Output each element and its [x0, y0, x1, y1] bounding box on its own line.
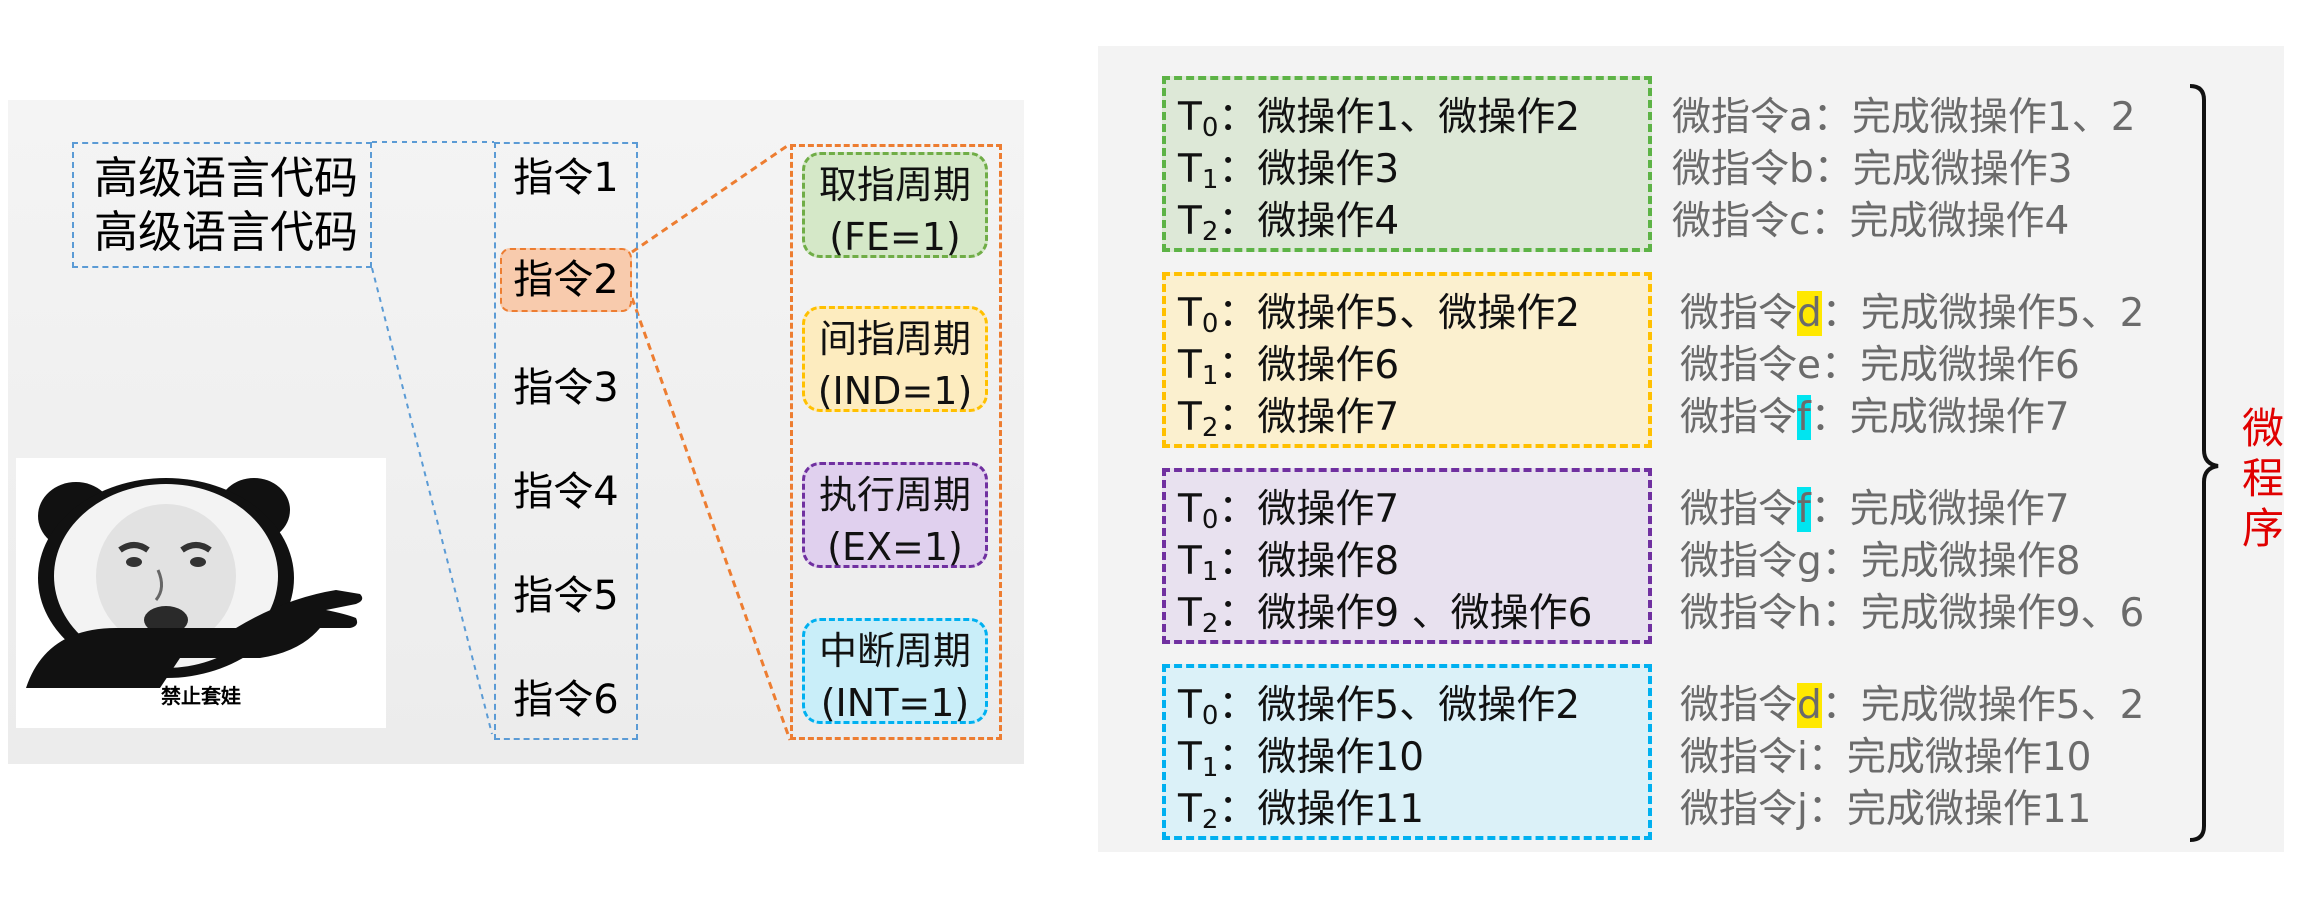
- group1-op-t1: T1：微操作3: [1178, 147, 1400, 195]
- group1-micro-3: 微指令c：完成微操作4: [1672, 199, 2070, 244]
- highlight-d: d: [1797, 683, 1822, 728]
- microprogram-label: 微 程 序: [2241, 404, 2284, 553]
- interrupt-cycle-flag: (INT=1): [820, 681, 970, 725]
- group3-op-t1: T1：微操作8: [1178, 539, 1400, 587]
- indirect-cycle-name: 间指周期: [818, 317, 971, 361]
- instruction-item-5: 指令5: [513, 573, 619, 619]
- group2-micro-1: 微指令d：完成微操作5、2: [1680, 291, 2145, 336]
- group4-op-t1: T1：微操作10: [1178, 735, 1425, 783]
- micro-group-1: [1162, 76, 1652, 252]
- group3-op-t2: T2：微操作9 、微操作6: [1178, 591, 1593, 639]
- indirect-cycle: 间指周期 (IND=1): [802, 306, 988, 413]
- group2-op-t0: T0：微操作5、微操作2: [1178, 291, 1581, 339]
- instruction-item-4: 指令4: [513, 469, 619, 515]
- group2-op-t1: T1：微操作6: [1178, 343, 1400, 391]
- execute-cycle-flag: (EX=1): [827, 525, 963, 569]
- highlight-d: d: [1797, 291, 1822, 336]
- fetch-cycle-name: 取指周期: [818, 163, 971, 207]
- interrupt-cycle-name: 中断周期: [818, 629, 971, 673]
- highlight-f: f: [1797, 395, 1811, 440]
- panda-meme-image: 禁止套娃: [16, 458, 386, 728]
- group4-op-t0: T0：微操作5、微操作2: [1178, 683, 1581, 731]
- instruction-item-2: 指令2: [500, 248, 632, 312]
- group2-micro-3: 微指令f：完成微操作7: [1680, 395, 2070, 440]
- group2-micro-2: 微指令e：完成微操作6: [1680, 343, 2080, 388]
- group4-micro-1: 微指令d：完成微操作5、2: [1680, 683, 2145, 728]
- instruction-item-1: 指令1: [513, 155, 619, 201]
- panda-face-icon: [26, 478, 363, 688]
- group3-micro-3: 微指令h：完成微操作9、6: [1680, 591, 2145, 636]
- group2-op-t2: T2：微操作7: [1178, 395, 1400, 443]
- meme-caption: 禁止套娃: [161, 684, 241, 708]
- group3-micro-1: 微指令f：完成微操作7: [1680, 487, 2070, 532]
- instruction-list: [494, 142, 638, 740]
- execute-cycle: 执行周期 (EX=1): [802, 462, 988, 569]
- group4-op-t2: T2：微操作11: [1178, 787, 1425, 835]
- group4-micro-2: 微指令i：完成微操作10: [1680, 735, 2092, 780]
- indirect-cycle-flag: (IND=1): [817, 369, 973, 413]
- group4-micro-3: 微指令j：完成微操作11: [1680, 787, 2092, 832]
- highlight-f: f: [1797, 487, 1811, 532]
- micro-group-3: [1162, 468, 1652, 644]
- group3-op-t0: T0：微操作7: [1178, 487, 1400, 535]
- group1-op-t2: T2：微操作4: [1178, 199, 1400, 247]
- code-line-2: 高级语言代码: [94, 207, 358, 258]
- micro-group-4: [1162, 664, 1652, 840]
- execute-cycle-name: 执行周期: [818, 473, 971, 517]
- fetch-cycle-flag: (FE=1): [829, 215, 961, 259]
- instruction-item-3: 指令3: [513, 365, 619, 411]
- interrupt-cycle: 中断周期 (INT=1): [802, 618, 988, 725]
- group3-micro-2: 微指令g：完成微操作8: [1680, 539, 2081, 584]
- group1-micro-1: 微指令a：完成微操作1、2: [1672, 95, 2136, 140]
- micro-group-2: [1162, 272, 1652, 448]
- fetch-cycle: 取指周期 (FE=1): [802, 152, 988, 259]
- code-line-1: 高级语言代码: [94, 153, 358, 204]
- instruction-item-6: 指令6: [513, 677, 619, 723]
- cycle-frame: [790, 144, 1002, 740]
- code-box: 高级语言代码 高级语言代码: [72, 142, 372, 268]
- group1-op-t0: T0：微操作1、微操作2: [1178, 95, 1581, 143]
- group1-micro-2: 微指令b：完成微操作3: [1672, 147, 2073, 192]
